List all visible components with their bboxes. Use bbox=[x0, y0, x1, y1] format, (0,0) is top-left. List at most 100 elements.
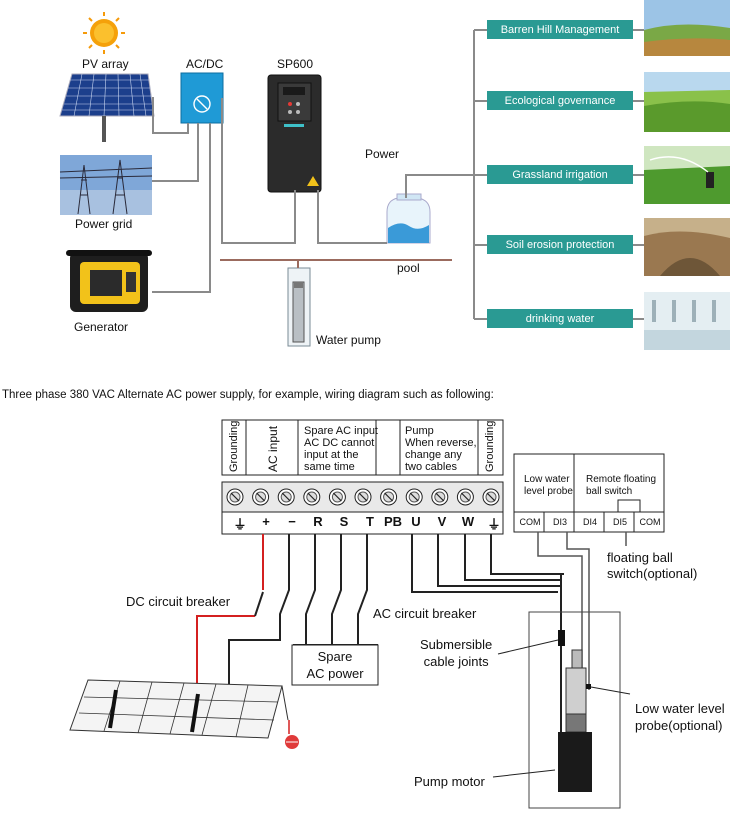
terminal-pb: PB bbox=[383, 514, 403, 529]
soil-erosion-photo bbox=[644, 218, 730, 276]
terminal-r: R bbox=[313, 514, 323, 529]
di-com-2: COM bbox=[639, 517, 661, 527]
di-terminal-block bbox=[513, 453, 665, 533]
pointer-lines bbox=[492, 639, 631, 778]
low-probe-line-2: probe(optional) bbox=[635, 718, 723, 733]
breaker-wires bbox=[228, 534, 378, 706]
spare-power-line-1: Spare bbox=[317, 649, 353, 664]
well-outline bbox=[528, 611, 621, 809]
terminal-screw-slot bbox=[307, 492, 317, 502]
cable-joints-line-2: cable joints bbox=[423, 654, 489, 669]
terminal-screw-slot bbox=[332, 492, 342, 502]
drinking-water-photo bbox=[644, 292, 730, 350]
pump-motor-label: Pump motor bbox=[414, 774, 485, 789]
terminal-t: T bbox=[366, 514, 374, 529]
low-water-line-1: Low water bbox=[524, 474, 570, 485]
low-probe-line-1: Low water level bbox=[635, 701, 725, 716]
terminal-s: S bbox=[339, 514, 349, 529]
di-di4: DI4 bbox=[582, 517, 597, 527]
terminal-screw-slot bbox=[256, 492, 266, 502]
pump-line-4: two cables bbox=[405, 461, 457, 473]
inverter-icon bbox=[267, 74, 322, 193]
terminal-screw-slot bbox=[230, 492, 240, 502]
cable-joints-line-1: Submersible bbox=[420, 637, 493, 652]
water-pump-label: Water pump bbox=[316, 333, 381, 347]
power-label: Power bbox=[365, 147, 400, 161]
ground-symbol-icon bbox=[285, 720, 299, 749]
spare-power-label: Spare AC power bbox=[292, 648, 378, 682]
solar-array-icon bbox=[69, 679, 289, 739]
terminal-w: W bbox=[461, 514, 475, 529]
spare-ac-header: Spare AC input AC DC cannot input at the… bbox=[304, 425, 378, 473]
probe-wires bbox=[537, 532, 627, 690]
spare-power-line-2: AC power bbox=[306, 666, 364, 681]
terminal-screw-slot bbox=[460, 492, 470, 502]
barren-hill-photo bbox=[644, 0, 730, 56]
float-switch-line-1: floating ball bbox=[607, 550, 673, 565]
app-ecological: Ecological governance bbox=[487, 91, 633, 110]
remote-line-2: ball switch bbox=[586, 486, 633, 497]
pv-array-label: PV array bbox=[82, 57, 129, 71]
remote-float-header: Remote floating ball switch bbox=[586, 474, 656, 498]
low-water-header: Low water level probe bbox=[524, 474, 573, 498]
cable-joint-icon bbox=[558, 630, 565, 646]
ac-input-header: AC input bbox=[266, 425, 280, 472]
terminal-u: U bbox=[411, 514, 421, 529]
float-switch-label: floating ball switch(optional) bbox=[607, 550, 697, 582]
app-grassland: Grassland irrigation bbox=[487, 165, 633, 184]
pump-motor-icon bbox=[558, 649, 592, 792]
terminal-minus: − bbox=[288, 514, 296, 529]
acdc-label: AC/DC bbox=[186, 57, 224, 71]
terminal-screw-slot bbox=[358, 492, 368, 502]
sun-icon bbox=[83, 12, 125, 54]
low-probe-label: Low water level probe(optional) bbox=[635, 700, 725, 734]
di-com-1: COM bbox=[519, 517, 541, 527]
spare-line-1: Spare AC input bbox=[304, 425, 378, 437]
terminal-ground-right: ⏚ bbox=[487, 517, 501, 532]
pump-line-1: Pump bbox=[405, 425, 434, 437]
pump-line-3: change any bbox=[405, 449, 462, 461]
ecological-photo bbox=[644, 72, 730, 132]
float-switch-line-2: switch(optional) bbox=[607, 566, 698, 581]
terminal-ground-left: ⏚ bbox=[233, 517, 247, 532]
generator-icon bbox=[66, 250, 152, 312]
grounding-left-header: Grounding bbox=[228, 420, 240, 472]
low-water-line-2: level probe bbox=[524, 486, 573, 497]
pool-label: pool bbox=[397, 261, 420, 275]
dc-positive-wire bbox=[196, 534, 264, 706]
terminal-screws bbox=[226, 488, 500, 506]
terminal-screw-slot bbox=[435, 492, 445, 502]
wiring-caption: Three phase 380 VAC Alternate AC power s… bbox=[2, 389, 494, 401]
water-pump-icon bbox=[292, 281, 305, 343]
di-di3: DI3 bbox=[552, 517, 567, 527]
cable-joints-label: Submersible cable joints bbox=[420, 636, 492, 670]
water-tank-icon bbox=[386, 193, 431, 244]
probe-tip-icon bbox=[586, 684, 591, 689]
terminal-screw-slot bbox=[384, 492, 394, 502]
spare-line-3: input at the bbox=[304, 449, 359, 461]
grassland-photo bbox=[644, 146, 730, 204]
power-grid-label: Power grid bbox=[75, 217, 133, 231]
inverter-label: SP600 bbox=[277, 57, 314, 71]
remote-line-1: Remote floating bbox=[586, 474, 657, 485]
terminal-screw-slot bbox=[281, 492, 291, 502]
spare-line-4: same time bbox=[304, 461, 355, 473]
spare-ac-power-box bbox=[291, 644, 379, 686]
pv-panel-icon bbox=[59, 73, 155, 142]
ac-breaker-label: AC circuit breaker bbox=[373, 606, 477, 621]
spare-line-2: AC DC cannot bbox=[304, 437, 375, 449]
pump-line-2: When reverse, bbox=[405, 437, 477, 449]
app-drinking-water: drinking water bbox=[487, 309, 633, 328]
app-soil-erosion: Soil erosion protection bbox=[487, 235, 633, 254]
terminal-screw-slot bbox=[486, 492, 496, 502]
top-wires bbox=[152, 29, 644, 320]
dc-breaker-label: DC circuit breaker bbox=[126, 594, 231, 609]
power-grid-icon bbox=[59, 155, 153, 215]
terminal-screw-slot bbox=[409, 492, 419, 502]
acdc-converter-icon bbox=[180, 72, 224, 124]
generator-label: Generator bbox=[74, 320, 129, 334]
di-di5: DI5 bbox=[612, 517, 627, 527]
terminal-plus: + bbox=[262, 514, 270, 529]
